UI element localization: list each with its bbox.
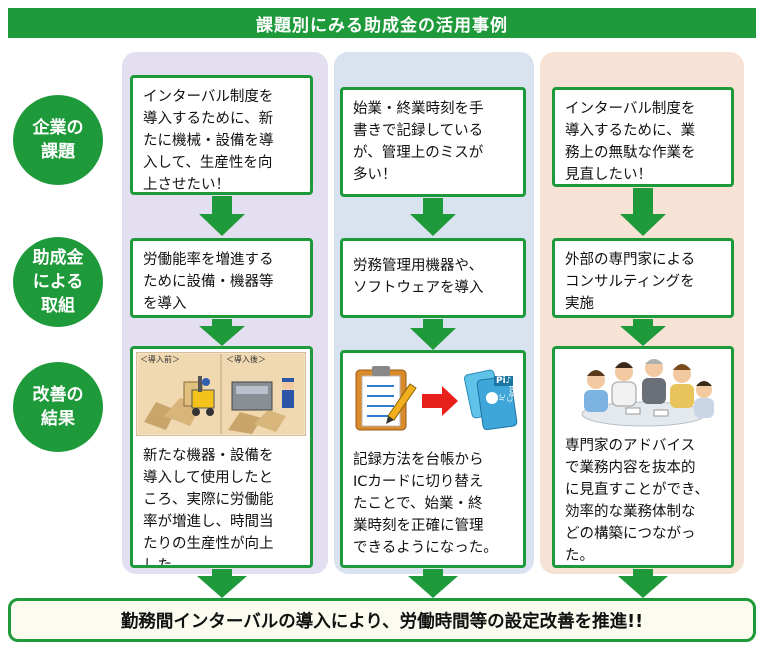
ledger-to-ic-card-illustration: Pi♪ IC Card xyxy=(352,364,522,434)
after-label: ＜導入後＞ xyxy=(226,355,266,364)
down-arrow-icon xyxy=(618,569,668,598)
column-2-action-box: 労務管理用機器や、 ソフトウェアを導入 xyxy=(340,238,526,318)
down-arrow-icon xyxy=(199,196,245,236)
down-arrow-icon xyxy=(410,319,456,350)
consulting-meeting-illustration xyxy=(566,350,722,434)
ic-card-brand-label: Pi♪ xyxy=(494,376,514,386)
column-3-action-box: 外部の専門家による コンサルティングを 実施 xyxy=(552,238,734,318)
before-label: ＜導入前＞ xyxy=(140,355,180,364)
conclusion-banner: 勤務間インターバルの導入により、労働時間等の設定改善を推進!! xyxy=(8,598,756,642)
down-arrow-icon xyxy=(620,188,666,236)
column-1-action-box: 労働能率を増進する ために設備・機器等 を導入 xyxy=(130,238,313,318)
person-icon xyxy=(584,370,608,412)
clipboard-icon xyxy=(355,366,417,431)
row-label-result: 改善の 結果 xyxy=(13,362,103,452)
column-1-issue-box: インターバル制度を 導入するために、新 たに機械・設備を導 入して、生産性を向 … xyxy=(130,75,313,195)
down-arrow-icon xyxy=(408,569,458,598)
column-2-issue-box: 始業・終業時刻を手 書きで記録している が、管理上のミスが 多い！ xyxy=(340,87,526,197)
down-arrow-icon xyxy=(197,569,247,598)
row-label-issue: 企業の 課題 xyxy=(13,95,103,185)
down-arrow-icon xyxy=(199,319,245,346)
down-arrow-icon xyxy=(410,198,456,236)
row-label-action: 助成金 による 取組 xyxy=(13,237,103,327)
column-3-issue-box: インターバル制度を 導入するために、業 務上の無駄な作業を 見直したい！ xyxy=(552,87,734,187)
person-icon xyxy=(670,364,694,408)
person-icon xyxy=(642,359,666,404)
down-arrow-icon xyxy=(620,319,666,346)
ic-card-icon xyxy=(463,369,518,431)
diagram-title: 課題別にみる助成金の活用事例 xyxy=(8,8,756,38)
person-icon xyxy=(694,381,714,418)
person-icon xyxy=(611,362,637,407)
factory-before-after-illustration: ＜導入前＞ ＜導入後＞ xyxy=(136,352,306,436)
right-arrow-icon xyxy=(422,386,458,416)
